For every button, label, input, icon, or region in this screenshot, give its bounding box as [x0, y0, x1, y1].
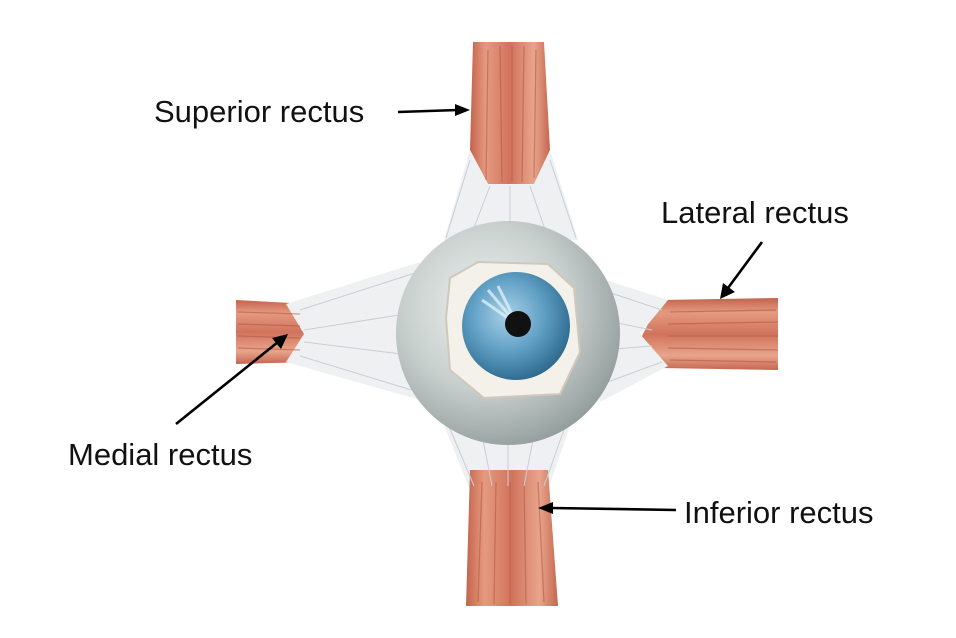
- medial-rectus-arrow: [175, 334, 288, 426]
- superior-rectus-label: Superior rectus: [154, 94, 365, 129]
- superior-rectus-muscle: [444, 42, 578, 240]
- pupil: [505, 311, 531, 337]
- medial-rectus-label: Medial rectus: [68, 437, 253, 472]
- inferior-rectus-arrow: [538, 502, 677, 514]
- inferior-rectus-label: Inferior rectus: [684, 495, 874, 530]
- pointer-arrows: [175, 104, 764, 514]
- lateral-rectus-label: Lateral rectus: [661, 195, 849, 230]
- lateral-rectus-muscle: [600, 278, 779, 402]
- medial-rectus-muscle: [236, 262, 420, 400]
- lateral-rectus-arrow: [720, 241, 764, 299]
- superior-rectus-arrow: [397, 104, 470, 116]
